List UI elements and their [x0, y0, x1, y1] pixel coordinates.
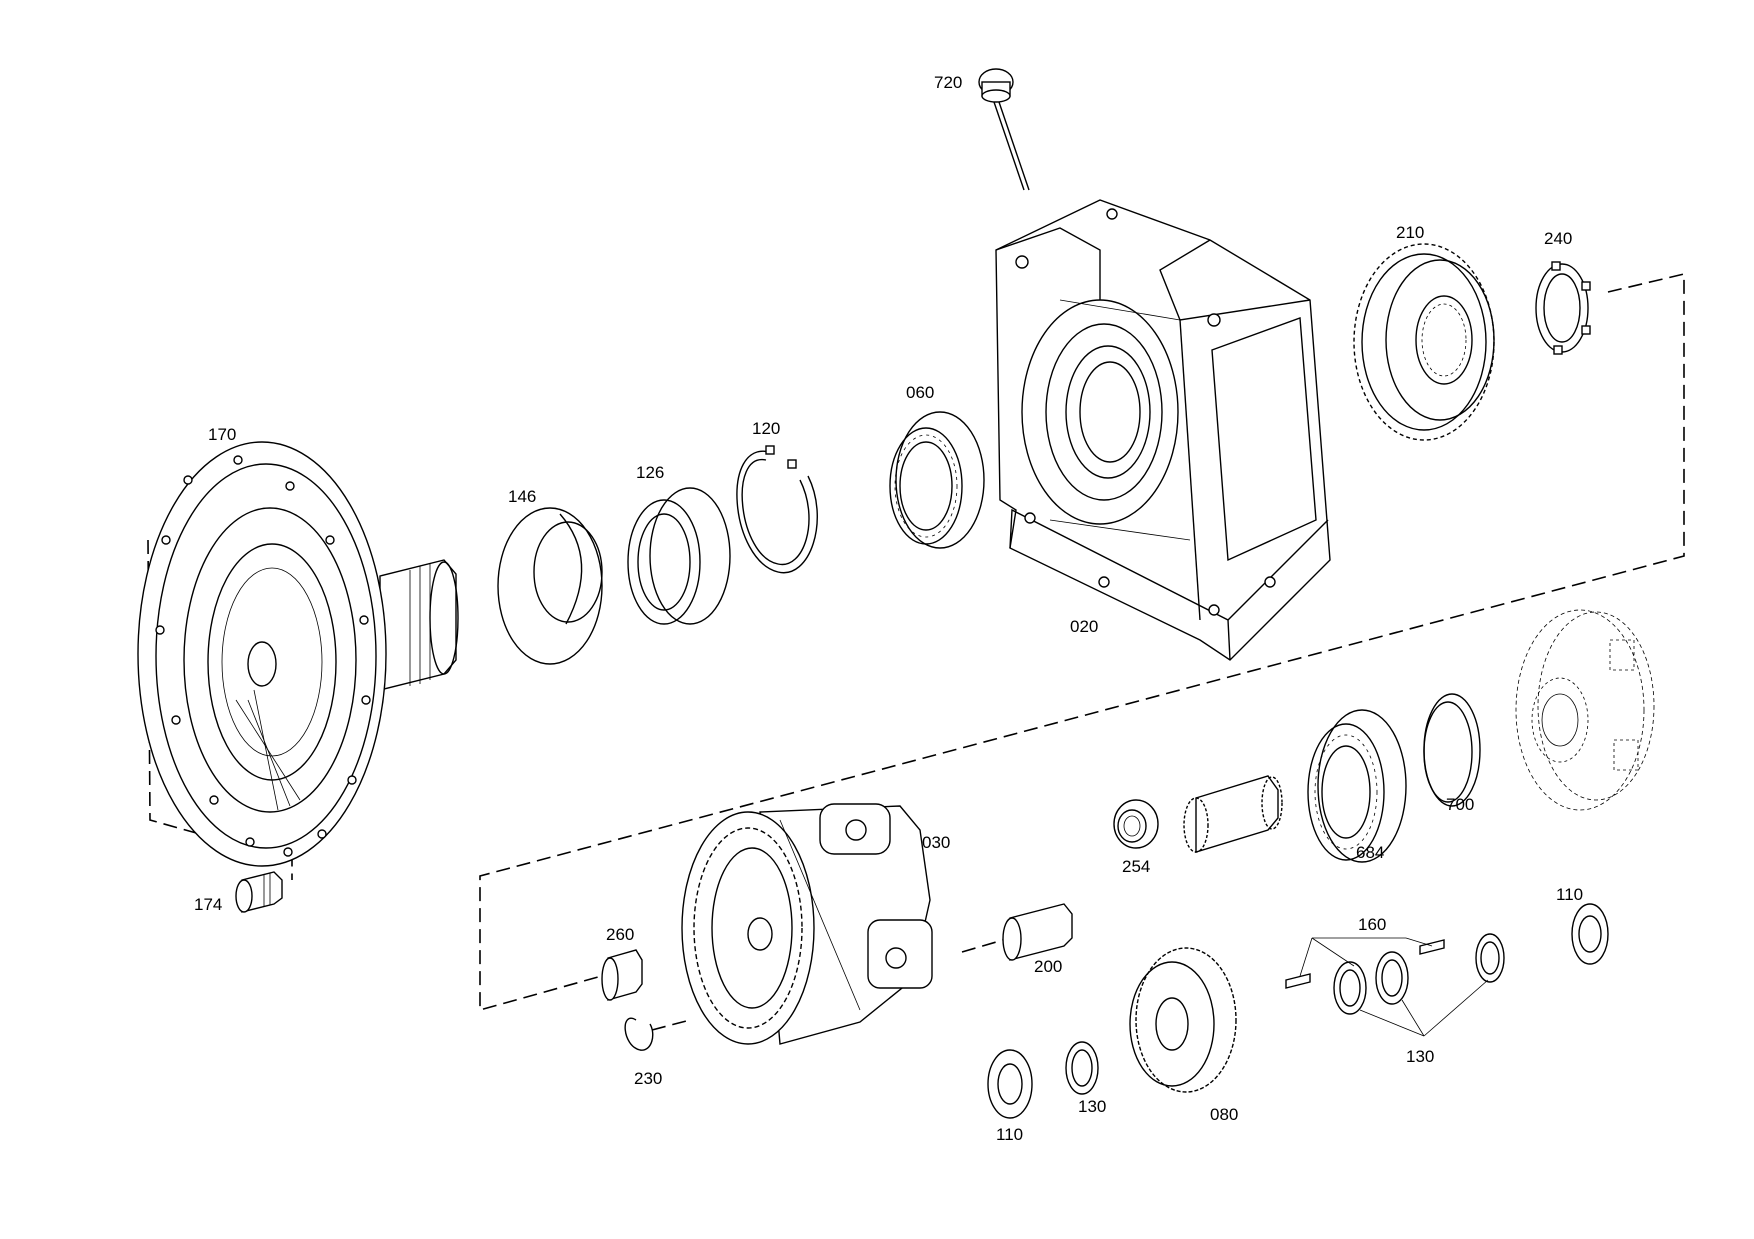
callout-030: 030 [922, 833, 950, 852]
callout-210: 210 [1396, 223, 1424, 242]
part-240-slotted-nut [1535, 261, 1591, 355]
part-110-thrust-washer-right [1571, 903, 1609, 965]
callout-110-left: 110 [996, 1125, 1023, 1144]
part-060-ball-bearing [889, 411, 985, 549]
part-254-small-bearing [1113, 799, 1159, 849]
callout-160: 160 [1358, 915, 1386, 934]
callout-126: 126 [636, 463, 664, 482]
part-200-bushing [1002, 903, 1073, 961]
part-146-cover-disc [497, 507, 603, 665]
callout-170: 170 [208, 425, 236, 444]
callout-labels: 720 210 240 170 060 120 146 126 020 030 … [194, 73, 1583, 1144]
part-684-roller-bearing [1307, 709, 1407, 863]
part-020-housing [995, 199, 1331, 661]
leader-lines [1299, 937, 1489, 1037]
assembly-axis-lines [147, 272, 1685, 1031]
part-210-gear [1353, 243, 1495, 441]
callout-254: 254 [1122, 857, 1150, 876]
callout-146: 146 [508, 487, 536, 506]
callout-080: 080 [1210, 1105, 1238, 1124]
callout-260: 260 [606, 925, 634, 944]
part-160-pins [1285, 939, 1445, 989]
callout-130-bottom: 130 [1078, 1097, 1106, 1116]
callout-060: 060 [906, 383, 934, 402]
callout-720: 720 [934, 73, 962, 92]
callout-020: 020 [1070, 617, 1098, 636]
part-sun-shaft [1183, 775, 1283, 853]
callout-110-right: 110 [1556, 885, 1583, 904]
part-130-washers-right [1333, 933, 1505, 1015]
callout-174: 174 [194, 895, 222, 914]
part-080-planet-gear [1129, 947, 1237, 1093]
part-126-spacer-ring [627, 487, 731, 625]
part-260-sleeve [601, 949, 643, 1001]
part-174-plug [235, 871, 283, 913]
part-120-snap-ring [736, 445, 818, 574]
callout-700: 700 [1446, 795, 1474, 814]
flange-bolt-holes [155, 455, 371, 857]
part-030-planet-carrier [681, 803, 933, 1045]
callout-240: 240 [1544, 229, 1572, 248]
callout-130-right: 130 [1406, 1047, 1434, 1066]
part-720-breather-dipstick [978, 68, 1030, 191]
part-230-circlip [624, 1017, 654, 1051]
callout-684: 684 [1356, 843, 1384, 862]
callout-200: 200 [1034, 957, 1062, 976]
callout-230: 230 [634, 1069, 662, 1088]
part-170-output-flange [137, 441, 459, 867]
part-130-washer-bottom [1065, 1041, 1099, 1095]
part-700-retaining-ring [1423, 693, 1481, 807]
part-110-thrust-washer-left [987, 1049, 1033, 1119]
callout-120: 120 [752, 419, 780, 438]
part-planet-stage-phantom [1515, 609, 1655, 811]
